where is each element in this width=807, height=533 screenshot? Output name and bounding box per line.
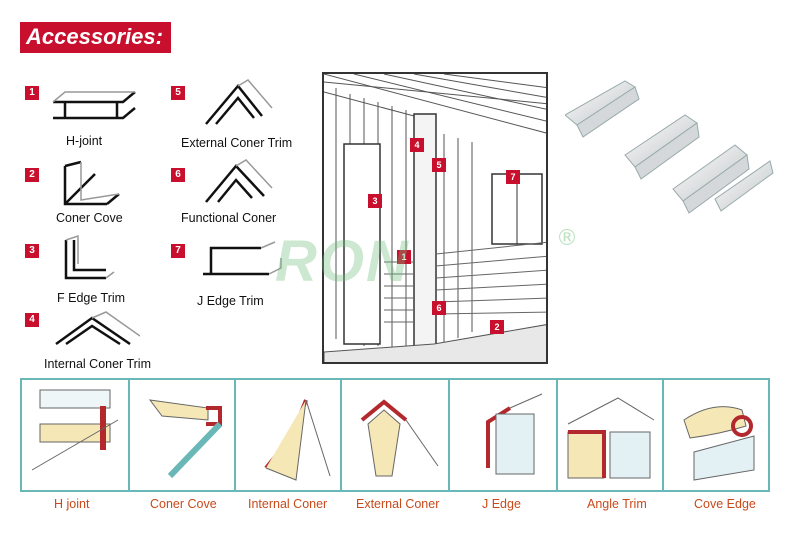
detail-coner-cove bbox=[130, 380, 236, 490]
external-coner-trim-icon bbox=[205, 79, 273, 125]
trim-profiles-photo bbox=[565, 80, 774, 214]
bottom-label-cove-edge: Cove Edge bbox=[694, 497, 756, 511]
j-edge-trim-icon bbox=[203, 241, 282, 276]
scene-tag-4: 4 bbox=[410, 138, 424, 152]
scene-tag-7: 7 bbox=[506, 170, 520, 184]
detail-external-coner bbox=[342, 380, 450, 490]
detail-cove-edge bbox=[664, 380, 768, 490]
item-number-4: 4 bbox=[25, 313, 39, 327]
bottom-label-coner-cove: Coner Cove bbox=[150, 497, 217, 511]
h-joint-icon bbox=[52, 91, 136, 120]
bottom-label-h-joint: H joint bbox=[54, 497, 90, 511]
brand-watermark: RON bbox=[275, 229, 410, 294]
item-number-2: 2 bbox=[25, 168, 39, 182]
detail-internal-coner bbox=[236, 380, 342, 490]
j-edge-detail-icon bbox=[486, 393, 543, 475]
detail-strip bbox=[20, 378, 770, 492]
scene-tag-2: 2 bbox=[490, 320, 504, 334]
catalog-label-coner-cove: Coner Cove bbox=[56, 211, 123, 225]
item-number-7: 7 bbox=[171, 244, 185, 258]
catalog-label-internal-coner-trim: Internal Coner Trim bbox=[44, 357, 151, 371]
item-number-5: 5 bbox=[171, 86, 185, 100]
item-number-6: 6 bbox=[171, 168, 185, 182]
scene-tag-1: 1 bbox=[397, 250, 411, 264]
item-number-3: 3 bbox=[25, 244, 39, 258]
bottom-label-external-coner: External Coner bbox=[356, 497, 440, 511]
catalog-label-external-coner-trim: External Coner Trim bbox=[181, 136, 293, 150]
internal-coner-trim-icon bbox=[55, 311, 140, 346]
internal-coner-detail-icon bbox=[264, 399, 331, 481]
registered-mark: ® bbox=[556, 226, 578, 251]
catalog-label-h-joint: H-joint bbox=[66, 134, 103, 148]
catalog-label-j-edge-trim: J Edge Trim bbox=[197, 294, 264, 308]
detail-angle-trim bbox=[558, 380, 664, 490]
detail-h-joint bbox=[22, 380, 130, 490]
catalog-label-functional-coner: Functional Coner bbox=[181, 211, 277, 225]
page-title: Accessories: bbox=[20, 22, 171, 53]
f-edge-trim-icon bbox=[64, 234, 115, 280]
functional-coner-icon bbox=[205, 159, 273, 203]
cove-edge-detail-icon bbox=[683, 406, 755, 481]
item-number-1: 1 bbox=[25, 86, 39, 100]
room-drawing bbox=[324, 74, 546, 362]
coner-cove-detail-icon bbox=[148, 399, 223, 479]
room-installation-diagram: 1 2 3 4 5 6 7 bbox=[322, 72, 548, 364]
h-joint-detail-icon bbox=[31, 389, 119, 471]
coner-cove-icon bbox=[63, 160, 120, 206]
scene-tag-5: 5 bbox=[432, 158, 446, 172]
angle-trim-detail-icon bbox=[567, 397, 655, 479]
scene-tag-3: 3 bbox=[368, 194, 382, 208]
bottom-label-internal-coner: Internal Coner bbox=[248, 497, 328, 511]
scene-tag-6: 6 bbox=[432, 301, 446, 315]
bottom-label-angle-trim: Angle Trim bbox=[587, 497, 647, 511]
bottom-label-j-edge: J Edge bbox=[482, 497, 521, 511]
catalog-label-f-edge-trim: F Edge Trim bbox=[57, 291, 126, 305]
detail-j-edge bbox=[450, 380, 558, 490]
external-coner-detail-icon bbox=[360, 399, 439, 477]
